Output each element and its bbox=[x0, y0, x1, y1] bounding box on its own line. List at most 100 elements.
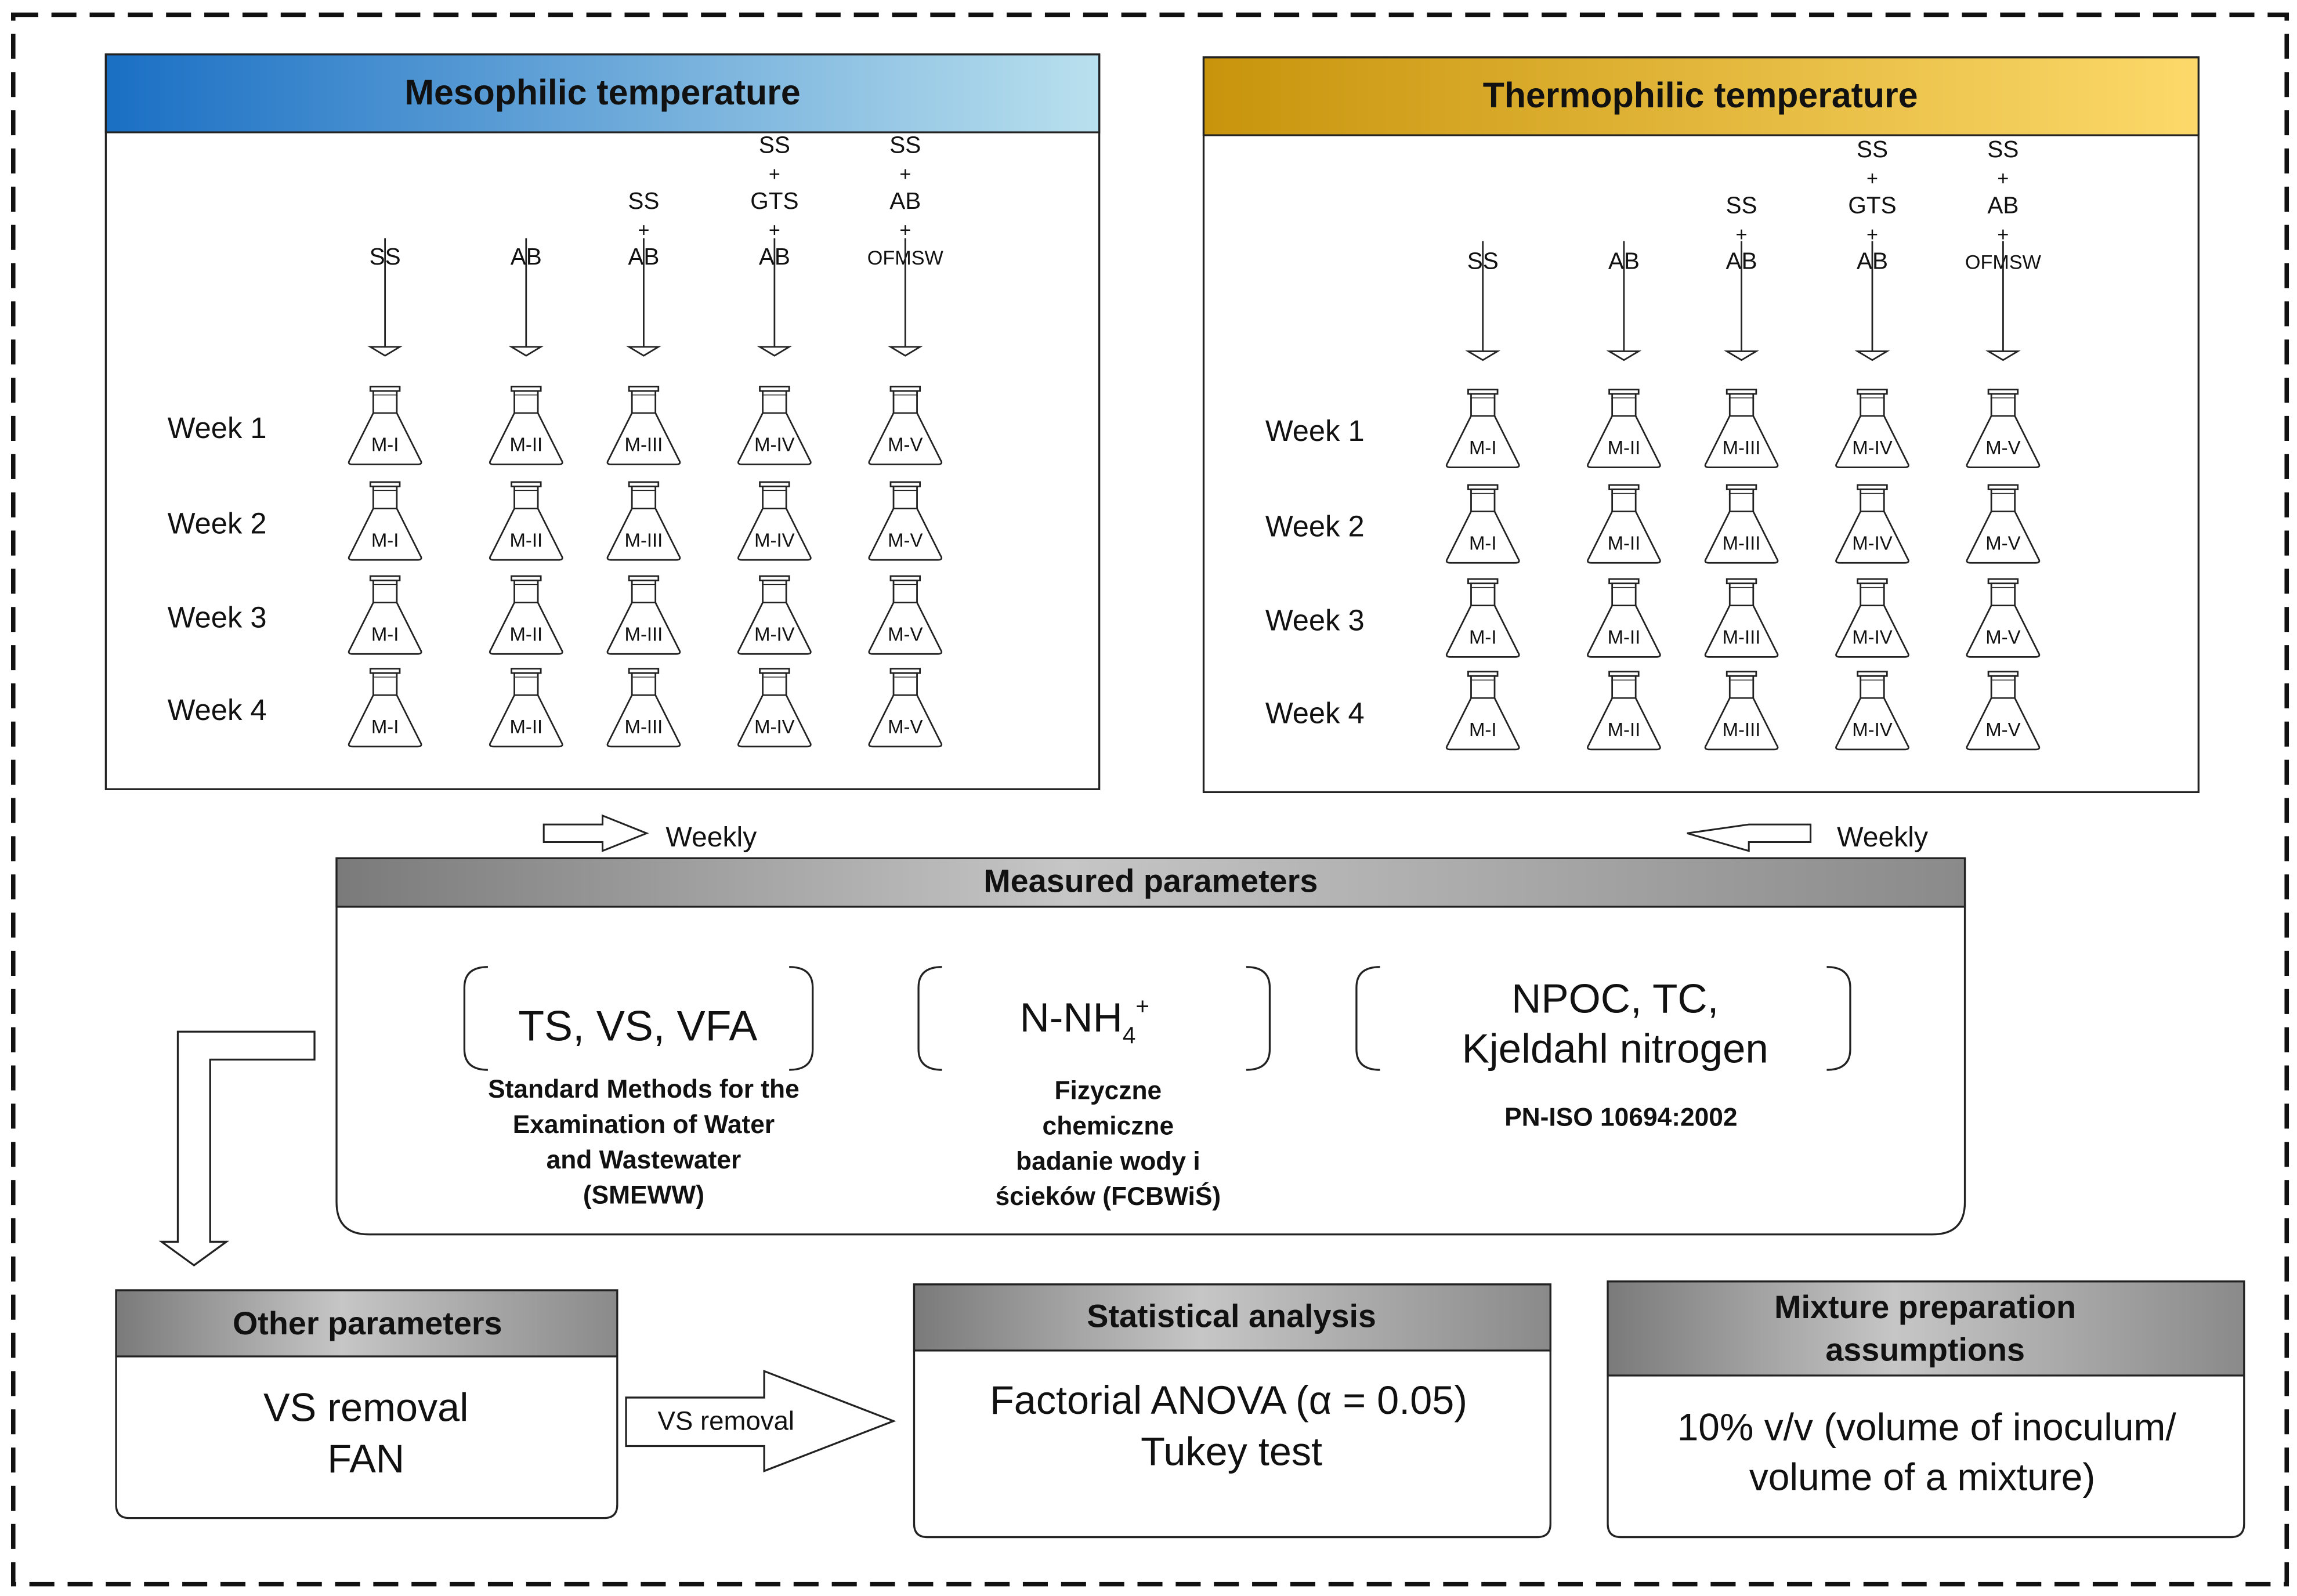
weekly-label-right: Weekly bbox=[1837, 821, 1928, 853]
reactor-label: M-I bbox=[1469, 627, 1497, 648]
flask-icon: M-I bbox=[1445, 388, 1520, 468]
reactor-label: M-IV bbox=[754, 434, 795, 455]
flask-icon: M-IV bbox=[737, 575, 812, 655]
flask-icon: M-II bbox=[1587, 484, 1661, 564]
reactor-label: M-IV bbox=[1852, 437, 1893, 458]
reactor-label: M-II bbox=[1608, 627, 1641, 648]
week-label: Week 2 bbox=[1265, 510, 1365, 543]
other-title: Other parameters bbox=[233, 1305, 502, 1341]
input-label: + bbox=[899, 219, 911, 241]
reactor-label: M-IV bbox=[1852, 627, 1893, 648]
input-label: + bbox=[1997, 224, 2009, 246]
input-label: SS bbox=[759, 132, 790, 158]
reactor-label: M-III bbox=[625, 623, 663, 645]
reactor-label: M-III bbox=[1723, 719, 1761, 740]
reactor-label: M-I bbox=[1469, 437, 1497, 458]
reactor-label: M-V bbox=[888, 434, 923, 455]
flask-icon: M-V bbox=[1966, 671, 2041, 751]
params-kjeldahl: Kjeldahl nitrogen bbox=[1462, 1026, 1768, 1072]
input-label: AB bbox=[889, 187, 921, 214]
other-header bbox=[115, 1289, 618, 1358]
statistical-header bbox=[913, 1283, 1551, 1352]
bracket-left-1 bbox=[463, 966, 488, 1071]
thermophilic-panel-frame bbox=[1202, 56, 2200, 794]
measured-parameters-box: Measured parameters TS, VS, VFA Standard… bbox=[335, 857, 1966, 1236]
reactor-label: M-II bbox=[1608, 437, 1641, 458]
reactor-label: M-III bbox=[625, 434, 663, 455]
flask-icon: M-II bbox=[489, 575, 563, 655]
bracket-left-2 bbox=[917, 966, 942, 1071]
input-label: + bbox=[769, 164, 780, 186]
reactor-label: M-I bbox=[371, 716, 399, 737]
input-arrow bbox=[626, 238, 661, 357]
flask-icon: M-IV bbox=[1835, 484, 1909, 564]
flask-icon: M-II bbox=[1587, 578, 1661, 658]
input-label: + bbox=[1736, 224, 1748, 246]
flask-icon: M-I bbox=[1445, 671, 1520, 751]
bracket-right-1 bbox=[789, 966, 814, 1071]
bracket-right-2 bbox=[1246, 966, 1271, 1071]
input-arrow bbox=[1854, 241, 1890, 361]
reactor-label: M-V bbox=[1985, 437, 2020, 458]
input-label: + bbox=[1866, 168, 1878, 190]
input-label: GTS bbox=[750, 187, 798, 214]
mixture-title-line-2: assumptions bbox=[1825, 1332, 2025, 1368]
input-label: + bbox=[638, 219, 649, 241]
flask-icon: M-III bbox=[1704, 578, 1779, 658]
input-label: SS bbox=[1726, 191, 1757, 218]
input-label: SS bbox=[889, 132, 921, 158]
reactor-label: M-III bbox=[1723, 532, 1761, 553]
flask-icon: M-II bbox=[489, 481, 563, 561]
statistical-analysis-box: Statistical analysis Factorial ANOVA (α … bbox=[913, 1283, 1551, 1539]
params-n-nh4: N-NH4+ bbox=[1020, 993, 1149, 1049]
mesophilic-title: Mesophilic temperature bbox=[404, 73, 800, 112]
mesophilic-flask-grid: SSM-IM-IM-IM-IABM-IIM-IIM-IIM-IISS+ABM-I… bbox=[168, 132, 944, 748]
input-arrow bbox=[1606, 241, 1642, 361]
flask-icon: M-III bbox=[606, 481, 681, 561]
input-label: + bbox=[1866, 224, 1878, 246]
reactor-label: M-II bbox=[509, 716, 542, 737]
vs-removal-arrow bbox=[625, 1369, 896, 1472]
week-label: Week 2 bbox=[168, 507, 267, 540]
flask-icon: M-IV bbox=[1835, 671, 1909, 751]
reactor-label: M-IV bbox=[754, 623, 795, 645]
measured-header bbox=[335, 857, 1966, 908]
reactor-label: M-III bbox=[625, 716, 663, 737]
reactor-label: M-IV bbox=[754, 529, 795, 551]
reactor-label: M-III bbox=[1723, 627, 1761, 648]
flask-icon: M-V bbox=[868, 668, 943, 748]
flask-icon: M-III bbox=[1704, 671, 1779, 751]
reactor-label: M-II bbox=[509, 623, 542, 645]
input-label: AB bbox=[1987, 191, 2019, 218]
flask-icon: M-IV bbox=[737, 668, 812, 748]
input-label: + bbox=[1997, 168, 2009, 190]
flask-icon: M-III bbox=[1704, 484, 1779, 564]
input-arrow bbox=[757, 238, 793, 357]
week-label: Week 1 bbox=[1265, 414, 1365, 447]
week-label: Week 3 bbox=[168, 601, 267, 634]
weekly-arrow-left bbox=[542, 814, 649, 852]
input-arrow bbox=[1985, 241, 2021, 361]
reactor-label: M-V bbox=[888, 623, 923, 645]
week-label: Week 4 bbox=[1265, 696, 1365, 729]
reactor-label: M-V bbox=[888, 716, 923, 737]
reactor-label: M-IV bbox=[754, 716, 795, 737]
flask-icon: M-V bbox=[868, 385, 943, 465]
method-line: Examination of Water bbox=[513, 1110, 775, 1139]
week-label: Week 1 bbox=[168, 411, 267, 444]
week-label: Week 3 bbox=[1265, 604, 1365, 637]
mixture-line-1: 10% v/v (volume of inoculum/ bbox=[1677, 1405, 2177, 1448]
input-arrow bbox=[1724, 241, 1759, 361]
flask-icon: M-I bbox=[348, 668, 422, 748]
thermophilic-header bbox=[1202, 56, 2200, 136]
mesophilic-header bbox=[104, 53, 1101, 133]
week-label: Week 4 bbox=[168, 693, 267, 726]
input-arrow bbox=[1465, 241, 1501, 361]
reactor-label: M-IV bbox=[1852, 532, 1893, 553]
method-line: badanie wody i bbox=[1016, 1147, 1200, 1175]
flask-icon: M-I bbox=[348, 481, 422, 561]
flask-icon: M-II bbox=[489, 385, 563, 465]
flask-icon: M-IV bbox=[737, 385, 812, 465]
method-line: ścieków (FCBWiŚ) bbox=[996, 1182, 1221, 1211]
